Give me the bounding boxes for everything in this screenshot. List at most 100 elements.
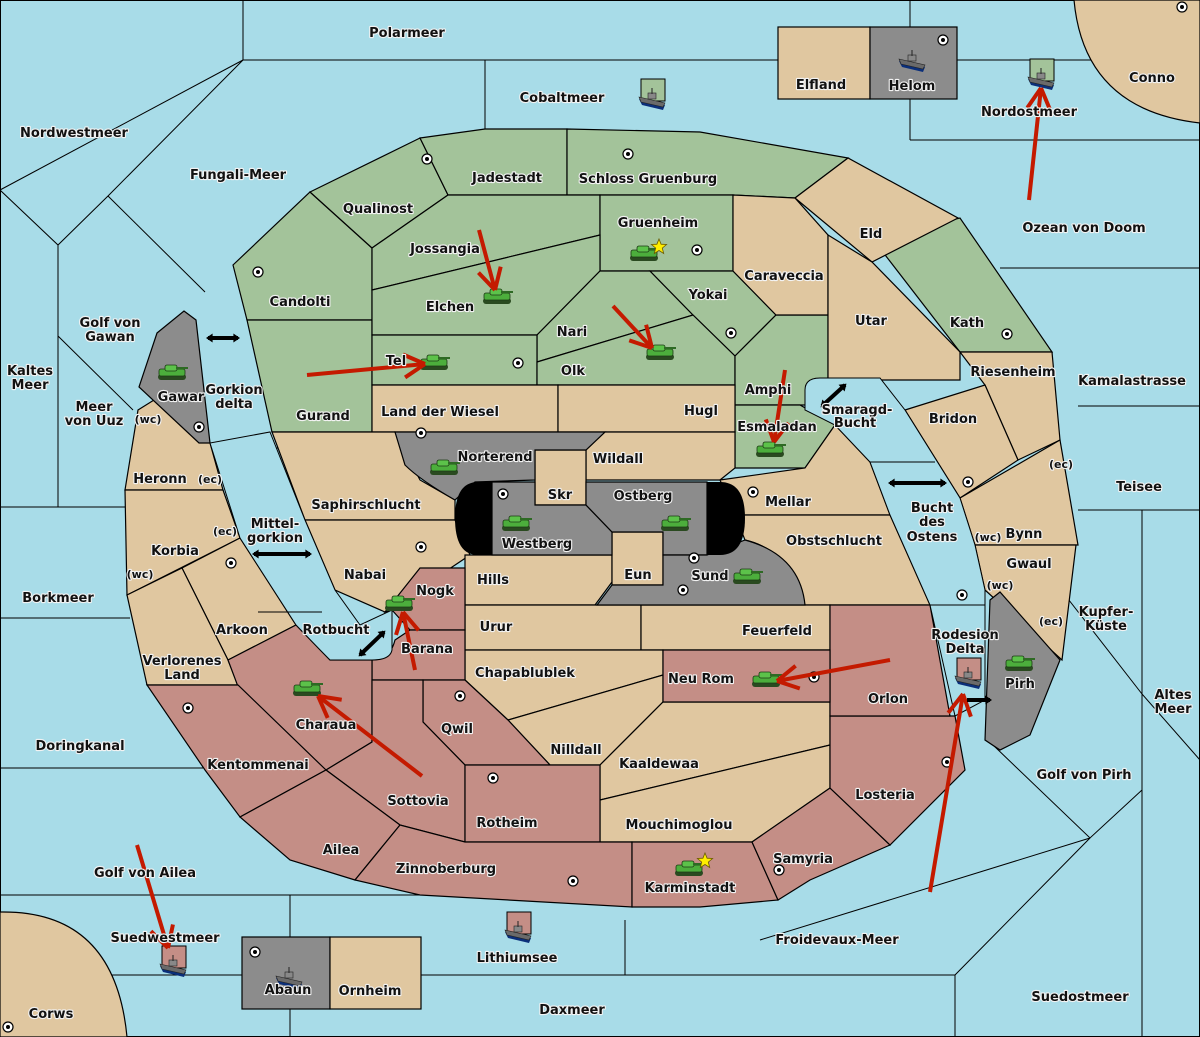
order-arrow — [394, 610, 421, 671]
inland-seas — [209, 377, 986, 717]
fleet-unit-icon[interactable] — [898, 50, 926, 72]
label-corws: Corws — [29, 1007, 74, 1022]
territory-ornheim[interactable] — [329, 936, 422, 1010]
label-lithiumsee: Lithiumsee — [477, 951, 558, 966]
label-doringkanal: Doringkanal — [35, 739, 124, 754]
label-gawar: Gawar — [158, 390, 205, 405]
label-kaaldewaa: Kaaldewaa — [619, 757, 699, 772]
label-norterend: Norterend — [457, 450, 532, 465]
army-unit-icon[interactable] — [733, 568, 763, 584]
label-helom: Helom — [889, 79, 936, 94]
army-unit-icon[interactable] — [158, 364, 188, 380]
fleet-unit-icon[interactable] — [954, 667, 982, 689]
label-elfland: Elfland — [796, 78, 846, 93]
label-ailea: Ailea — [323, 843, 360, 858]
label-hills: Hills — [477, 573, 509, 588]
label-pirh: Pirh — [1005, 677, 1035, 692]
label-qualinost: Qualinost — [343, 202, 413, 217]
label-gorkion-delta-2: delta — [215, 397, 253, 412]
army-unit-icon[interactable] — [661, 515, 691, 531]
label-neu-rom: Neu Rom — [668, 672, 734, 687]
continent — [124, 128, 1079, 908]
label-obstschlucht: Obstschlucht — [786, 534, 882, 549]
label-bridon: Bridon — [929, 412, 977, 427]
label-coast-korbia-wc: (wc) — [127, 568, 154, 581]
territory-norterend[interactable] — [394, 431, 607, 501]
army-unit-icon[interactable] — [646, 344, 676, 360]
army-unit-icon[interactable] — [675, 860, 705, 876]
label-amphi: Amphi — [745, 383, 792, 398]
territory-samyria[interactable] — [751, 787, 892, 901]
label-arkoon: Arkoon — [216, 623, 268, 638]
supply-center-icon — [225, 557, 237, 569]
label-chapablublek: Chapablublek — [475, 666, 575, 681]
army-unit-icon[interactable] — [756, 441, 786, 457]
label-gwaul: Gwaul — [1006, 557, 1051, 572]
territory-riesenheim[interactable] — [958, 351, 1061, 461]
supply-center-icon — [956, 589, 968, 601]
supply-center-icon — [937, 34, 949, 46]
label-kentommenai: Kentommenai — [207, 758, 308, 773]
label-ostberg: Ostberg — [614, 489, 673, 504]
order-arrow — [611, 304, 654, 350]
supply-center-icon — [688, 552, 700, 564]
label-caraveccia: Caraveccia — [744, 269, 823, 284]
label-daxmeer: Daxmeer — [539, 1003, 605, 1018]
label-riesenheim: Riesenheim — [970, 365, 1055, 380]
army-unit-icon[interactable] — [430, 459, 460, 475]
army-unit-icon[interactable] — [385, 595, 415, 611]
label-eld: Eld — [860, 227, 883, 242]
fleet-unit-icon[interactable] — [1027, 68, 1055, 90]
fleet-unit-icon[interactable] — [159, 955, 187, 977]
label-rotheim: Rotheim — [476, 816, 537, 831]
fleet-unit-icon[interactable] — [275, 967, 303, 989]
supply-center-icon — [2, 1021, 14, 1033]
label-coast-gwaul-ec: (ec) — [1039, 615, 1063, 628]
inland-sea-borders — [258, 461, 985, 613]
army-unit-icon[interactable] — [1005, 655, 1035, 671]
order-arrow — [763, 369, 791, 444]
label-korbia: Korbia — [151, 544, 199, 559]
territory-schloss-gruenburg[interactable] — [566, 128, 850, 199]
label-bynn: Bynn — [1006, 527, 1043, 542]
fleet-unit-icon[interactable] — [504, 921, 532, 943]
label-gruenheim: Gruenheim — [618, 216, 698, 231]
territory-elfland[interactable] — [777, 26, 871, 100]
territory-gruenheim[interactable] — [599, 194, 734, 272]
fleet-unit-icon[interactable] — [638, 88, 666, 110]
army-unit-icon[interactable] — [630, 245, 660, 261]
label-smaragd-bucht-1: Smaragd- — [822, 403, 893, 418]
label-westberg: Westberg — [502, 537, 572, 552]
army-unit-icon[interactable] — [420, 354, 450, 370]
order-arrows — [135, 86, 1053, 950]
territory-neu-rom[interactable] — [662, 649, 831, 703]
label-mellar: Mellar — [765, 495, 811, 510]
supply-center-icon — [182, 702, 194, 714]
label-kaltes-meer-1: Kaltes — [7, 364, 53, 379]
label-tel: Tel — [386, 354, 406, 369]
label-smaragd-bucht-2: Bucht — [834, 416, 876, 431]
territory-conno[interactable] — [1073, 0, 1200, 124]
army-unit-icon[interactable] — [502, 515, 532, 531]
territory-eld[interactable] — [794, 157, 960, 263]
army-unit-icon[interactable] — [752, 671, 782, 687]
label-kupfer-kueste-1: Kupfer- — [1079, 605, 1134, 620]
label-meer-von-uuz-1: Meer — [76, 400, 114, 415]
army-unit-icon[interactable] — [293, 680, 323, 696]
supply-center-icon — [747, 486, 759, 498]
label-nordostmeer: Nordostmeer — [981, 105, 1078, 120]
label-conno: Conno — [1129, 71, 1175, 86]
territory-corws[interactable] — [0, 911, 128, 1037]
adjacency-arrow-icon — [358, 630, 386, 657]
label-losteria: Losteria — [855, 788, 915, 803]
adjacency-arrow-icon — [888, 478, 947, 488]
supply-center-icon — [487, 772, 499, 784]
label-gurand: Gurand — [296, 409, 350, 424]
label-jadestadt: Jadestadt — [471, 171, 542, 186]
label-cobaltmeer: Cobaltmeer — [520, 91, 605, 106]
label-karminstadt: Karminstadt — [645, 881, 736, 896]
territory-karminstadt[interactable] — [631, 841, 779, 908]
